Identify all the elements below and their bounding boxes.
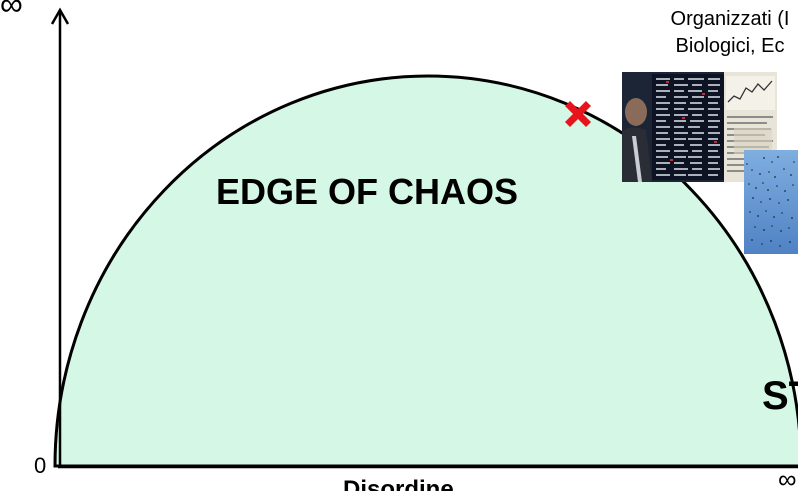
bird-flock-image — [744, 150, 798, 254]
right-region-label: ST — [762, 374, 798, 418]
y-axis-top-label: ∞ — [0, 0, 23, 20]
position-marker-icon — [561, 97, 595, 131]
edge-of-chaos-label: EDGE OF CHAOS — [216, 170, 518, 214]
systems-caption: Organizzati (I Biologici, Ec — [600, 6, 798, 60]
caption-line-2: Biologici, Ec — [600, 33, 798, 60]
bird-flock-photo — [744, 150, 798, 254]
y-axis-origin-label: 0 — [34, 455, 46, 477]
x-axis-end-label: ∞ — [778, 466, 797, 491]
caption-line-1: Organizzati (I — [600, 6, 798, 33]
x-axis-title: Disordine — [343, 478, 454, 491]
